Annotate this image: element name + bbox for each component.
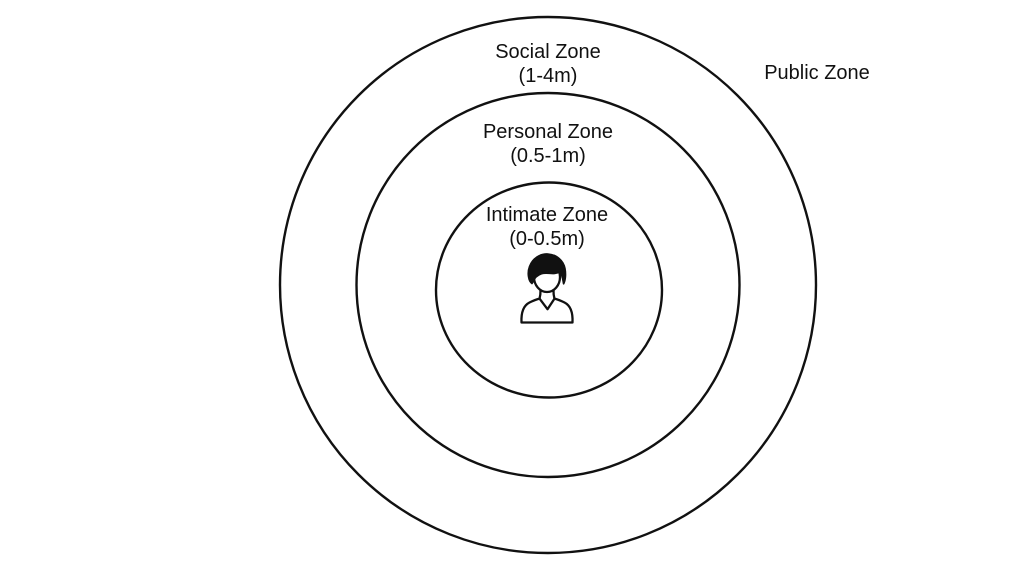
social-zone-circle [278, 15, 818, 555]
personal-zone-name: Personal Zone [482, 121, 614, 143]
public-zone-name: Public Zone [764, 62, 870, 84]
personal-zone-circle [355, 91, 741, 479]
social-zone-range: (1-4m) [518, 65, 578, 87]
person-icon [520, 253, 574, 324]
public-zone-label: Public Zone [764, 61, 870, 85]
personal-zone-range: (0.5-1m) [510, 145, 586, 167]
intimate-zone-label: Intimate Zone (0-0.5m) [486, 203, 608, 251]
person-hair [527, 253, 567, 285]
intimate-zone-range: (0-0.5m) [509, 228, 585, 250]
personal-zone-label: Personal Zone (0.5-1m) [483, 120, 613, 168]
social-zone-label: Social Zone (1-4m) [495, 40, 601, 88]
intimate-zone-circle [434, 181, 664, 399]
intimate-zone-name: Intimate Zone [485, 204, 609, 226]
person-torso [520, 297, 574, 324]
social-zone-name: Social Zone [495, 41, 601, 63]
